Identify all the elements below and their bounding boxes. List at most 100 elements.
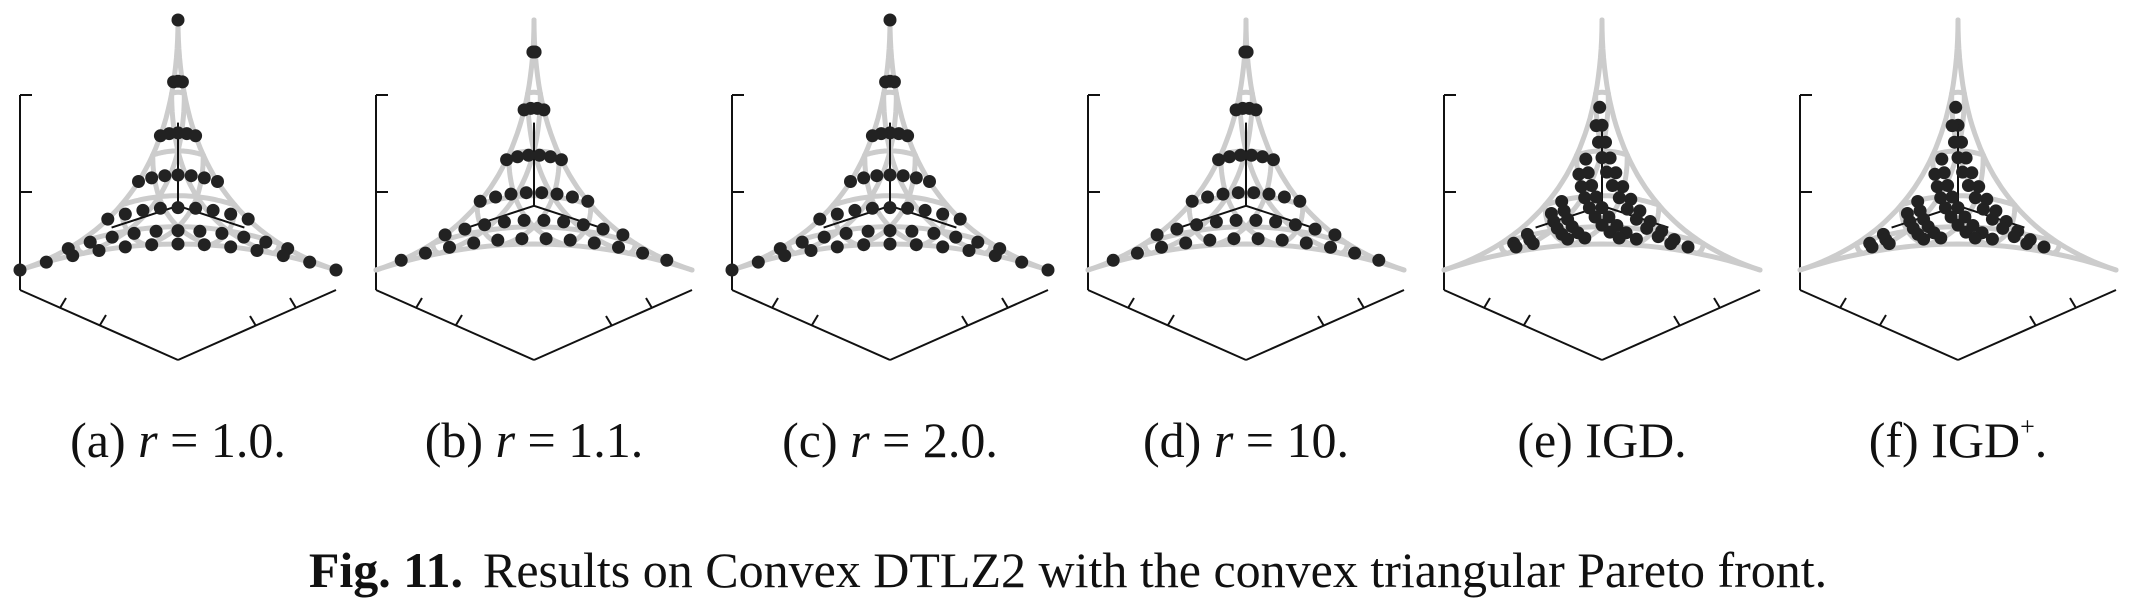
solution-point	[250, 244, 264, 257]
solution-point	[1882, 237, 1896, 251]
solution-point	[101, 212, 115, 226]
solution-point	[1616, 180, 1630, 194]
solution-point	[857, 171, 871, 185]
solution-point	[1934, 231, 1948, 245]
y-axis	[533, 289, 693, 361]
solution-point	[896, 169, 910, 183]
inner-axis-line	[889, 204, 957, 229]
axis-tick	[1673, 315, 1681, 327]
solution-point	[127, 226, 141, 240]
axis-tick	[1483, 297, 1491, 309]
caption-prefix: (d)	[1143, 412, 1214, 468]
solution-point	[865, 129, 879, 143]
solution-point	[1948, 135, 1961, 149]
caption-prefix: (f) IGD	[1868, 412, 2021, 468]
solution-point	[1605, 179, 1619, 192]
solution-point	[1234, 148, 1247, 162]
solution-point	[497, 215, 511, 229]
solution-point	[1251, 232, 1265, 246]
solution-point	[259, 235, 273, 249]
solution-point	[224, 207, 238, 221]
front-grid-line	[1142, 240, 1154, 256]
front-grid-line	[881, 89, 899, 96]
solution-point	[241, 212, 255, 226]
solution-point	[557, 215, 571, 229]
solution-point	[1574, 180, 1588, 194]
scatter-3d-plot	[1441, 17, 1763, 361]
solution-point	[153, 201, 167, 215]
solution-point	[636, 246, 650, 260]
solution-point	[870, 169, 884, 183]
solution-point	[145, 171, 159, 185]
caption-superscript: +	[2020, 412, 2035, 441]
subplot-b: (b) r = 1.1.	[356, 0, 712, 480]
solution-point	[861, 224, 875, 238]
inner-axis-line	[111, 204, 179, 229]
front-grid-line	[1441, 17, 1605, 273]
solution-point	[1203, 233, 1217, 247]
solution-point	[778, 249, 792, 263]
solution-point	[1996, 221, 2010, 235]
solution-point	[1247, 186, 1261, 200]
solution-point	[1229, 213, 1243, 227]
solution-point	[1328, 228, 1342, 242]
subplot-caption: (a) r = 1.0.	[0, 412, 356, 468]
caption-variable: r	[138, 412, 158, 468]
axis-tick	[1523, 314, 1531, 326]
solution-point	[953, 212, 967, 226]
scatter-3d-plot	[1085, 17, 1407, 361]
solution-point	[1951, 151, 1965, 165]
solution-point	[988, 249, 1002, 263]
solution-point	[1664, 237, 1678, 251]
figure-caption-text: Results on Convex DTLZ2 with the convex …	[483, 542, 1828, 598]
solution-point	[1277, 190, 1291, 204]
front-grid-line	[626, 240, 638, 256]
solution-point	[237, 230, 251, 244]
solution-point	[1959, 225, 1973, 239]
solution-point	[751, 255, 765, 269]
solution-point	[189, 201, 203, 215]
solution-point	[197, 171, 211, 185]
caption-prefix: (c)	[782, 412, 851, 468]
solution-point	[795, 235, 809, 249]
inner-axis-line	[177, 204, 245, 229]
inner-axis-line	[823, 204, 891, 229]
solution-point	[883, 224, 897, 238]
caption-prefix: (e) IGD.	[1517, 412, 1687, 468]
caption-value: .	[2034, 412, 2048, 468]
front-grid-line	[1243, 17, 1407, 273]
front-grid-line	[1338, 240, 1350, 256]
subplot-caption: (c) r = 2.0.	[712, 412, 1068, 468]
solution-point	[92, 244, 106, 257]
solution-point	[565, 190, 579, 204]
solution-point	[13, 263, 27, 277]
solution-point	[1951, 201, 1965, 215]
solution-point	[883, 13, 897, 27]
solution-point	[830, 207, 844, 221]
solution-point	[504, 187, 518, 201]
front-grid-line	[1955, 17, 2119, 273]
solution-point	[1612, 231, 1626, 245]
scatter-3d-plot	[1797, 17, 2119, 361]
solution-point	[1150, 228, 1164, 242]
front-grid-line	[430, 240, 442, 256]
y-axis	[1245, 289, 1405, 361]
solution-point	[1231, 186, 1245, 200]
front-grid-line	[1441, 241, 1763, 273]
solution-point	[1130, 246, 1144, 260]
solution-point	[1216, 187, 1230, 201]
solution-point	[1928, 167, 1942, 181]
solution-point	[1324, 240, 1337, 254]
y-axis	[889, 289, 1049, 361]
solution-point	[211, 175, 224, 188]
solution-point	[167, 75, 181, 89]
solution-point	[215, 226, 229, 240]
solution-point	[1612, 191, 1626, 205]
solution-point	[394, 253, 408, 267]
subplot-caption: (f) IGD+.	[1780, 412, 2136, 468]
solution-point	[1209, 215, 1223, 229]
front-grid-line	[1498, 240, 1510, 256]
solution-point	[443, 240, 456, 254]
axis-tick	[1167, 314, 1175, 326]
x-axis	[19, 289, 179, 361]
